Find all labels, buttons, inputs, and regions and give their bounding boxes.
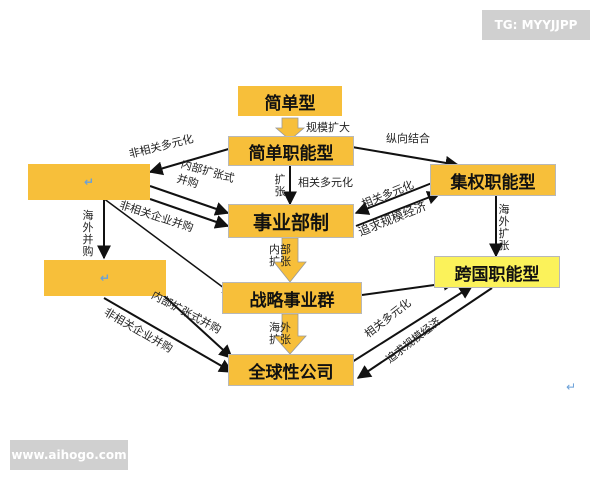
block-arrow-overseas-expand [273,313,307,355]
arrow-simple-func-to-centralized [351,146,460,170]
box-simple-functional: 简单职能型 [228,136,354,166]
arrow-centralized-to-division [354,182,433,215]
label-scale-expansion: 规模扩大 [306,121,350,134]
box-centralized-functional: 集权职能型 [430,164,556,196]
box-transnational-functional: 跨国职能型 [434,256,560,288]
arrow-division-to-centralized [355,191,442,227]
watermark-bottom: www.aihogo.com [10,440,128,470]
box-simple: 简单型 [238,86,342,116]
label-overseas-expand-2: 海外扩张 [269,321,291,346]
watermark-top: TG: MYYJJPP [482,10,590,40]
arrow-transnational-to-global [356,287,493,379]
block-arrow-internal-expand [273,237,307,283]
label-vertical-integration: 纵向结合 [386,132,430,145]
box-unnamed-left-bottom: ↵ [44,260,166,296]
label-related-diversification-1: 相关多元化 [298,176,353,189]
return-mark-left-top: ↵ [83,175,95,189]
arrow-left-top-to-division-b [149,198,230,229]
arrow-left-bottom-to-global-b [103,297,234,373]
box-global-company: 全球性公司 [228,354,354,386]
box-unnamed-left-top: ↵ [28,164,150,200]
label-internal-expand: 内部扩张 [269,243,291,268]
label-overseas-merger: 海外并购 [82,209,94,258]
box-strategic-group: 战略事业群 [222,282,362,314]
box-division: 事业部制 [228,204,354,238]
label-expand-1: 扩张 [274,173,286,198]
label-overseas-expansion-right: 海外扩张 [498,203,510,252]
return-mark-left-bottom: ↵ [99,271,111,285]
arrow-simple-func-to-left-top [148,147,233,176]
block-arrow-scale-expansion [274,117,306,141]
return-mark-bottom-right: ↵ [566,380,577,394]
arrow-left-top-to-division-a [149,185,230,216]
arrow-global-to-transnational [351,285,474,363]
